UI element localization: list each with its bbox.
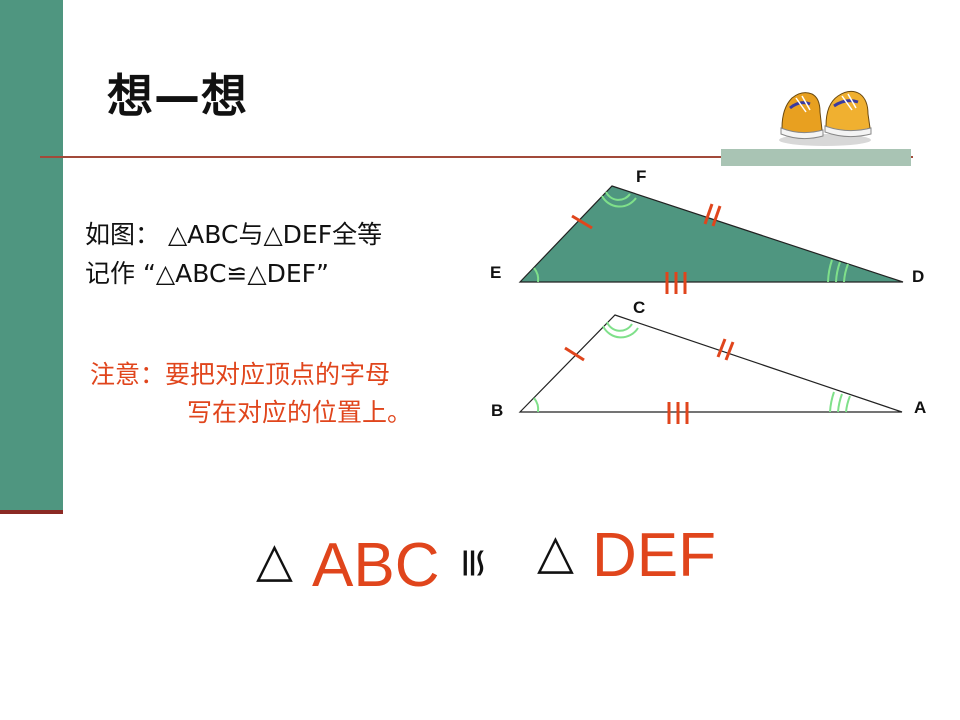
triangle-name-abc: ABC (312, 531, 440, 600)
vertex-label-c: C (633, 298, 646, 317)
title-divider (40, 156, 913, 158)
definition-line-2: 记作 “△ABC≌△DEF” (85, 259, 329, 288)
vertex-label-f: F (636, 167, 647, 186)
note-line-1: 注意：要把对应顶点的字母 (90, 360, 391, 389)
tick-bc (564, 346, 585, 362)
congruent-symbol: ≌ (450, 546, 495, 580)
tick-ca (716, 338, 727, 358)
sidebar-underline (0, 510, 63, 514)
triangle-def (518, 185, 904, 283)
vertex-label-b: B (491, 401, 504, 420)
sneakers-icon (776, 68, 874, 150)
triangle-abc (518, 314, 903, 413)
tick-ef (571, 214, 593, 230)
triangle-symbol-1: △ (256, 534, 293, 587)
definition-line-1: 如图： △ABC与△DEF全等 (85, 220, 383, 249)
accent-bar (721, 149, 911, 166)
triangle-symbol-2: △ (537, 526, 574, 579)
slide-title: 想—想 (107, 69, 248, 123)
angle-mark-c (606, 321, 633, 332)
tick-fd (703, 203, 714, 225)
angle-mark-a (829, 391, 835, 413)
note-line-2: 写在对应的位置上。 (187, 398, 413, 427)
vertex-label-e: E (490, 263, 502, 282)
angle-mark-e (533, 267, 540, 283)
angle-mark-d (827, 259, 833, 283)
angle-mark-b (533, 397, 540, 413)
sidebar-band (0, 0, 63, 512)
vertex-label-d: D (912, 267, 925, 286)
triangle-name-def: DEF (592, 521, 716, 590)
angle-mark-f (605, 191, 631, 201)
vertex-label-a: A (914, 398, 927, 417)
